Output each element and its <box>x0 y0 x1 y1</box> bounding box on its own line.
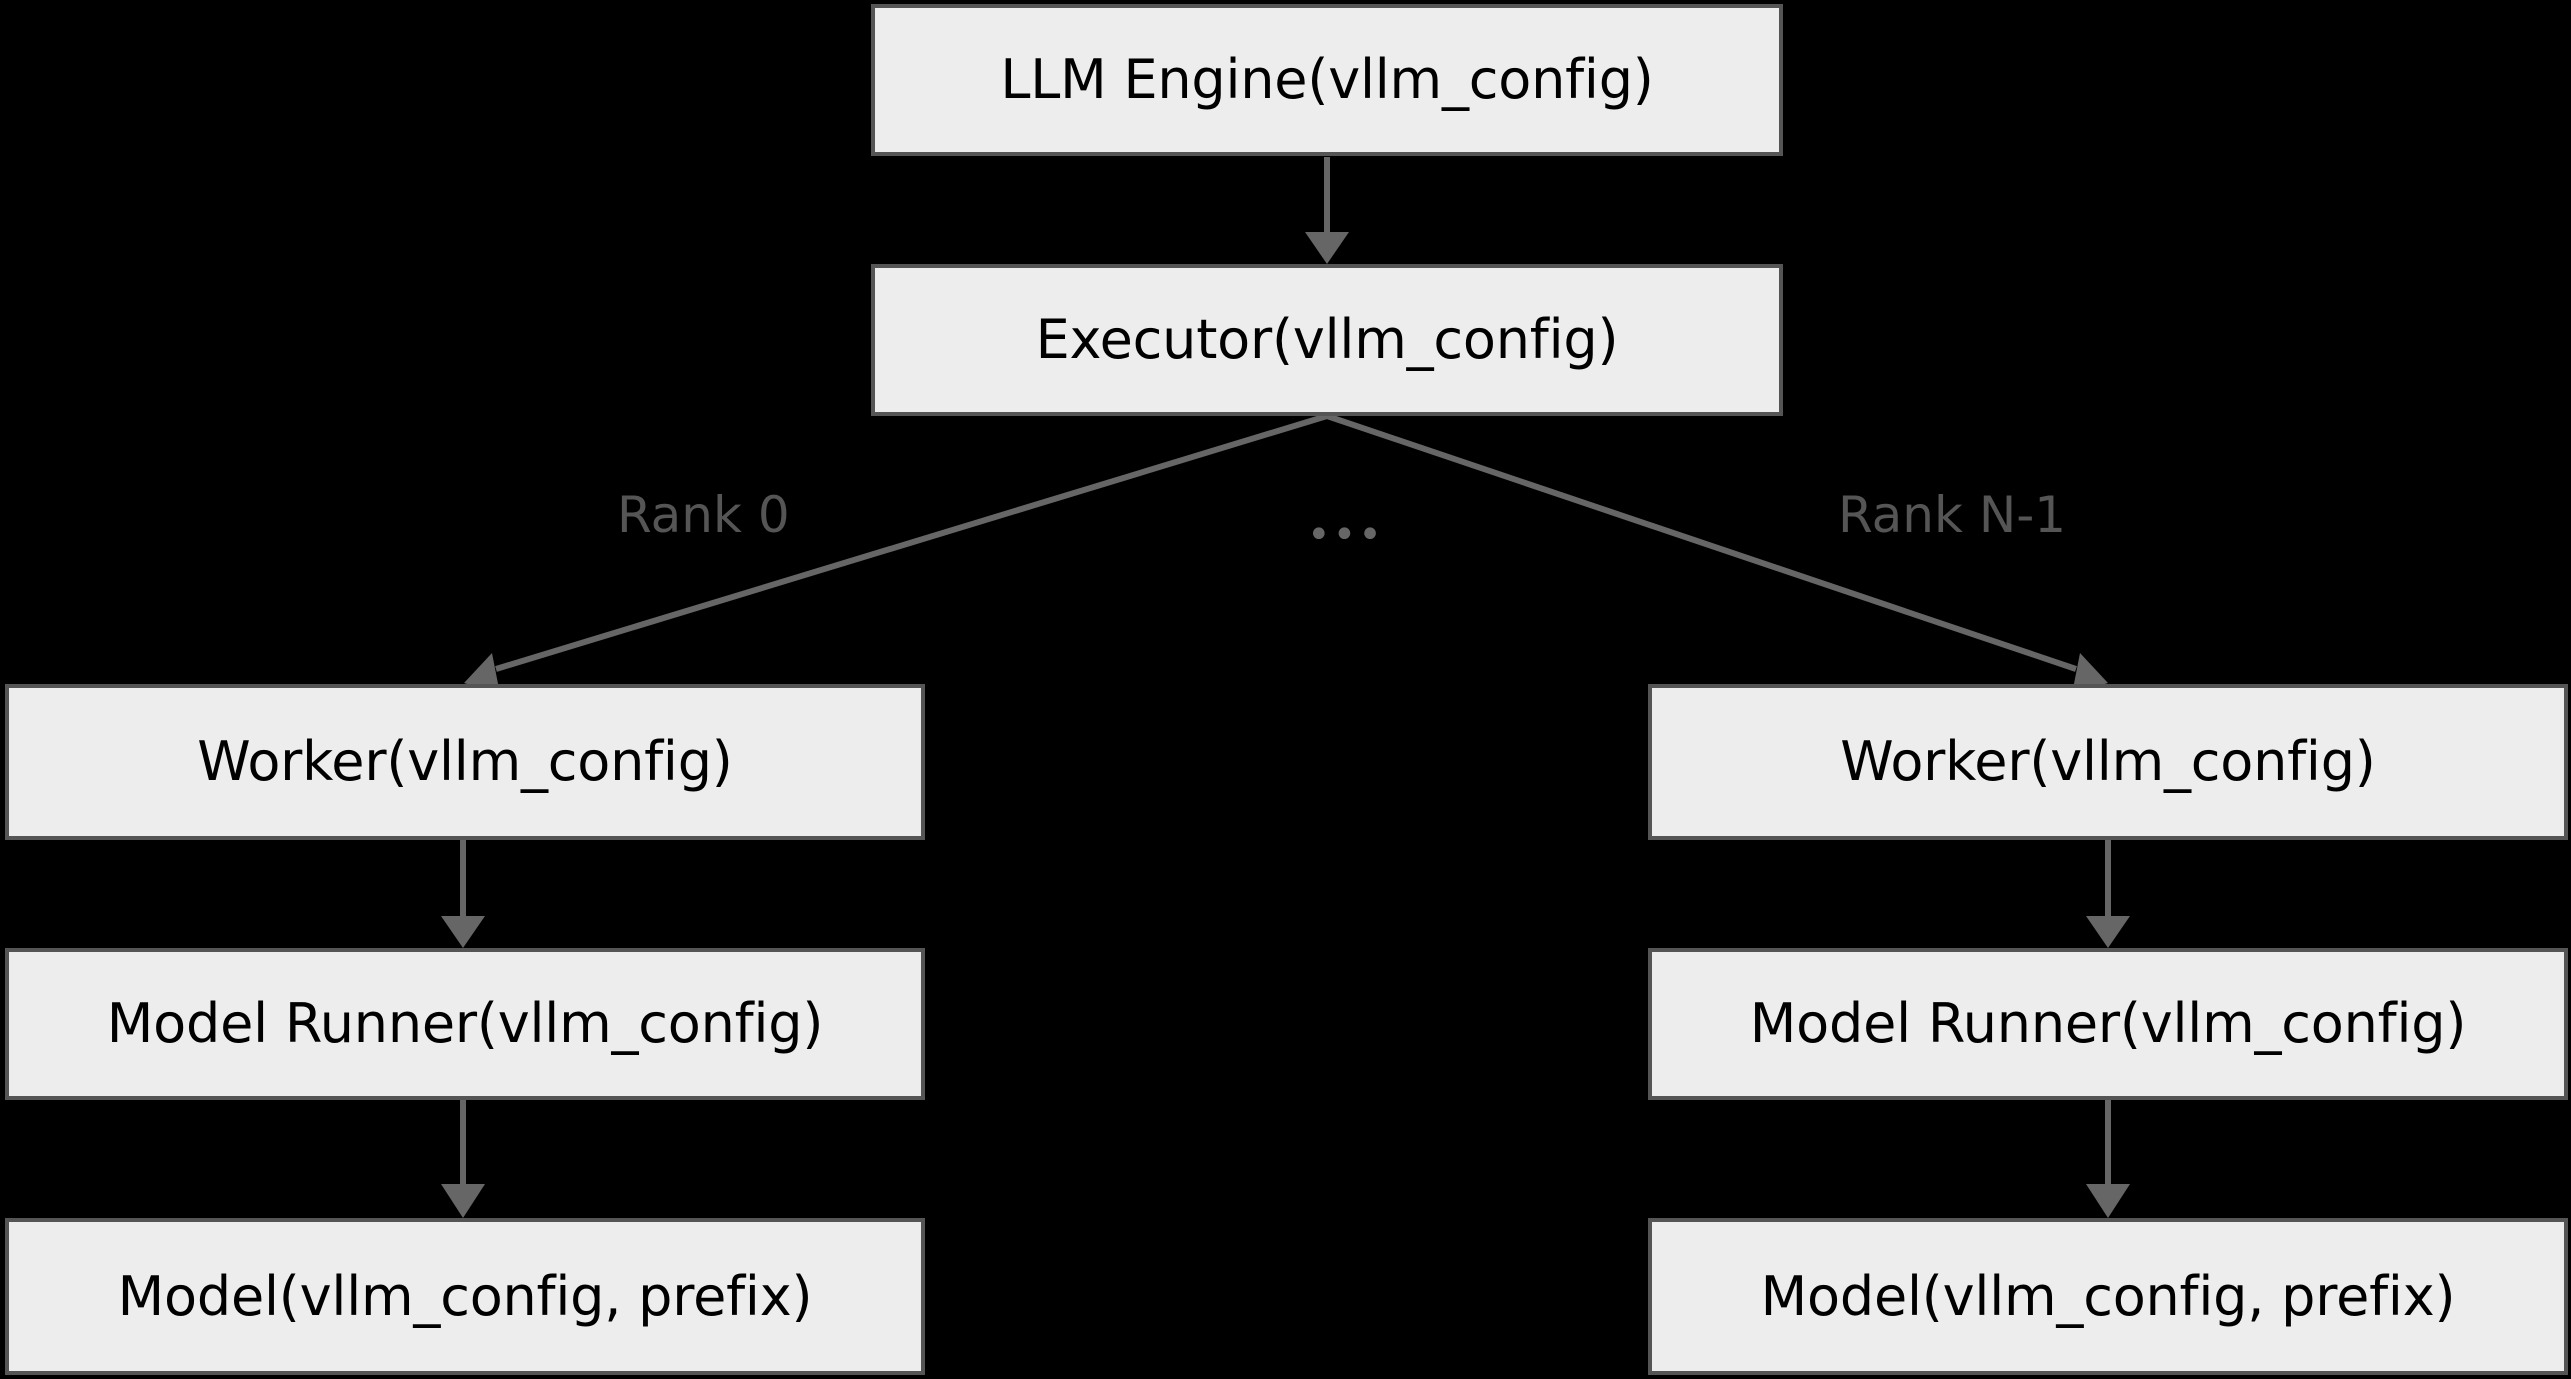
node-executor-label: Executor(vllm_config) <box>1035 308 1619 371</box>
node-worker-rankn-label: Worker(vllm_config) <box>1840 730 2376 793</box>
edge-executor-to-worker-rank0 <box>464 413 1328 694</box>
node-model-rank0[interactable]: Model(vllm_config, prefix) <box>5 1218 925 1375</box>
edge-model-runner-rank0-to-model-rank0 <box>441 1100 485 1218</box>
node-model-rankn[interactable]: Model(vllm_config, prefix) <box>1648 1218 2568 1375</box>
node-llm-engine-label: LLM Engine(vllm_config) <box>1000 48 1654 111</box>
node-executor[interactable]: Executor(vllm_config) <box>871 264 1783 416</box>
edge-worker-rankn-to-model-runner-rankn <box>2086 840 2130 948</box>
node-model-runner-rank0[interactable]: Model Runner(vllm_config) <box>5 948 925 1100</box>
node-model-runner-rankn[interactable]: Model Runner(vllm_config) <box>1648 948 2568 1100</box>
node-model-runner-rankn-label: Model Runner(vllm_config) <box>1749 992 2467 1055</box>
edge-model-runner-rankn-to-model-rankn <box>2086 1100 2130 1218</box>
edge-llm-engine-to-executor <box>1305 157 1349 264</box>
edge-label-rank-ellipsis: ••• <box>1307 512 1384 558</box>
node-model-runner-rank0-label: Model Runner(vllm_config) <box>106 992 824 1055</box>
edge-label-rank-0: Rank 0 <box>617 486 790 544</box>
edge-worker-rank0-to-model-runner-rank0 <box>441 840 485 948</box>
node-worker-rank0[interactable]: Worker(vllm_config) <box>5 684 925 840</box>
edge-label-rank-n-1: Rank N-1 <box>1838 486 2067 544</box>
edge-executor-to-worker-rankn <box>1326 413 2108 694</box>
node-model-rank0-label: Model(vllm_config, prefix) <box>117 1264 813 1328</box>
node-model-rankn-label: Model(vllm_config, prefix) <box>1760 1264 2456 1328</box>
node-worker-rank0-label: Worker(vllm_config) <box>197 730 733 793</box>
node-worker-rankn[interactable]: Worker(vllm_config) <box>1648 684 2568 840</box>
node-llm-engine[interactable]: LLM Engine(vllm_config) <box>871 4 1783 156</box>
